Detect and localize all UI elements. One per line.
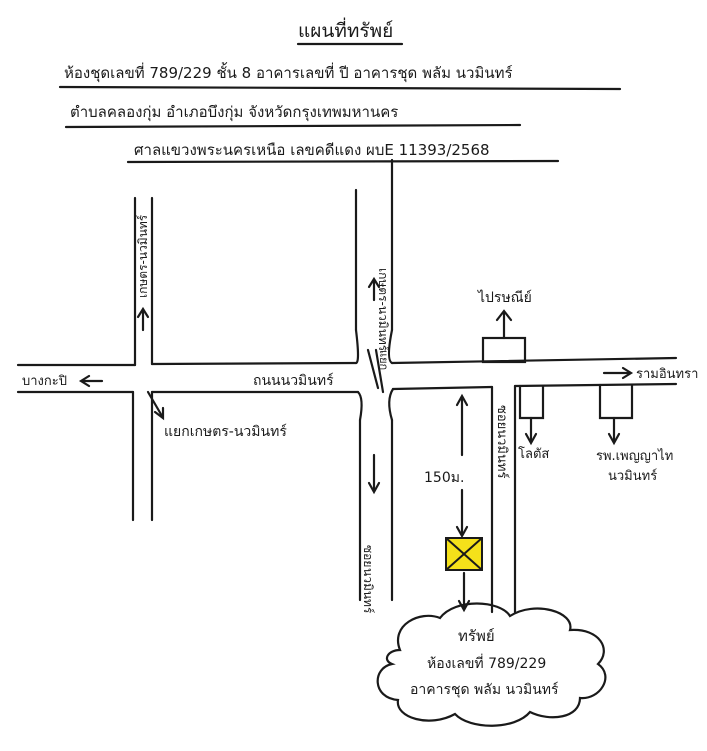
label-ramintra: รามอินทรา (636, 367, 698, 382)
property-marker (445, 537, 483, 571)
label-hospital-2: นวมินทร์ (608, 468, 657, 484)
center-road-left-curve-bottom (356, 390, 363, 422)
nawamin-road-top-right (390, 356, 678, 365)
label-thai-post: ไปรษณีย์ (477, 289, 532, 306)
left-road-arrow-head (136, 306, 150, 319)
map-title-text: แผนที่ทรัพย์ (298, 20, 394, 42)
property-line-1-text: ห้องชุดเลขที่ 789/229 ชั้น 8 อาคารเลขที่… (64, 64, 513, 82)
nawamin-road-top-mid (150, 361, 358, 366)
label-distance-150m: 150ม. (424, 470, 464, 486)
distance-arrow-upper-head (455, 393, 469, 407)
label-property-building: อาคารชุด พลัม นวมินทร์ (410, 681, 559, 698)
label-soi-nawamin: ซอยนวมินทร์ (494, 405, 510, 478)
property-line-3-text: ศาลแขวงพระนครเหนือ เลขคดีแดง ผบE 11393/2… (134, 141, 490, 159)
center-road-left-curve-top (354, 328, 360, 365)
label-lotus: โลตัส (518, 446, 549, 462)
center-road-up-arrow-head (367, 276, 381, 289)
lotus-arrow-head (524, 432, 538, 446)
label-kaset-nawamin-left: เกษตร-นวมินทร์ (136, 214, 150, 298)
center-road-right-curve-bottom (388, 387, 395, 422)
hospital-arrow-head (607, 432, 621, 446)
map-title: แผนที่ทรัพย์ (298, 21, 393, 41)
arrow-to-ramintra-head (621, 366, 634, 380)
line3-underline (126, 159, 560, 164)
property-line-1: ห้องชุดเลขที่ 789/229 ชั้น 8 อาคารเลขที่… (64, 63, 513, 83)
junction-stroke-2 (374, 348, 385, 394)
label-junction-center: แยก (377, 350, 390, 370)
center-road-down-arrow-head (367, 481, 381, 495)
label-property: ทรัพย์ (458, 627, 495, 645)
nawamin-road-bottom-right-a (391, 385, 494, 391)
label-soi-lower-left: ซอย (361, 545, 375, 567)
post-office-arrow-head (495, 309, 513, 322)
arrow-to-bangkapi-head (78, 374, 91, 388)
distance-arrow-lower-head (455, 525, 469, 539)
property-line-2: ตำบลคลองกุ่ม อำเภอบึงกุ่ม จังหวัดกรุงเทพ… (70, 102, 398, 122)
property-cloud (376, 602, 607, 727)
junction-stroke-1 (366, 348, 380, 390)
label-property-unit: ห้องเลขที่ 789/229 (427, 654, 546, 672)
junction-pointer-head (153, 406, 165, 421)
line1-underline (58, 85, 622, 91)
property-marker-x2 (445, 537, 483, 571)
post-office-building (481, 336, 527, 364)
nawamin-road-bottom-right-b (513, 382, 678, 388)
lotus-building (518, 384, 545, 420)
label-hospital-1: รพ.เพญญาไท (596, 448, 673, 464)
label-nawamin-road: ถนนนวมินทร์ (253, 372, 334, 389)
junction-pointer-shaft (146, 390, 164, 418)
property-line-2-text: ตำบลคลองกุ่ม อำเภอบึงกุ่ม จังหวัดกรุงเทพ… (70, 103, 399, 121)
property-line-3: ศาลแขวงพระนครเหนือ เลขคดีแดง ผบE 11393/2… (134, 140, 490, 160)
center-road-right-curve-top (387, 328, 394, 365)
label-bangkapi: บางกะปิ (22, 374, 67, 389)
label-soi-lower-left-2: นวมินทร์ (361, 568, 375, 614)
label-kaset-nawamin-junction: แยกเกษตร-นวมินทร์ (164, 423, 287, 440)
label-kaset-nawamin-right: เกษตร-นวมินทร์ (376, 268, 390, 352)
hospital-building (598, 383, 634, 420)
line2-underline (64, 123, 522, 129)
